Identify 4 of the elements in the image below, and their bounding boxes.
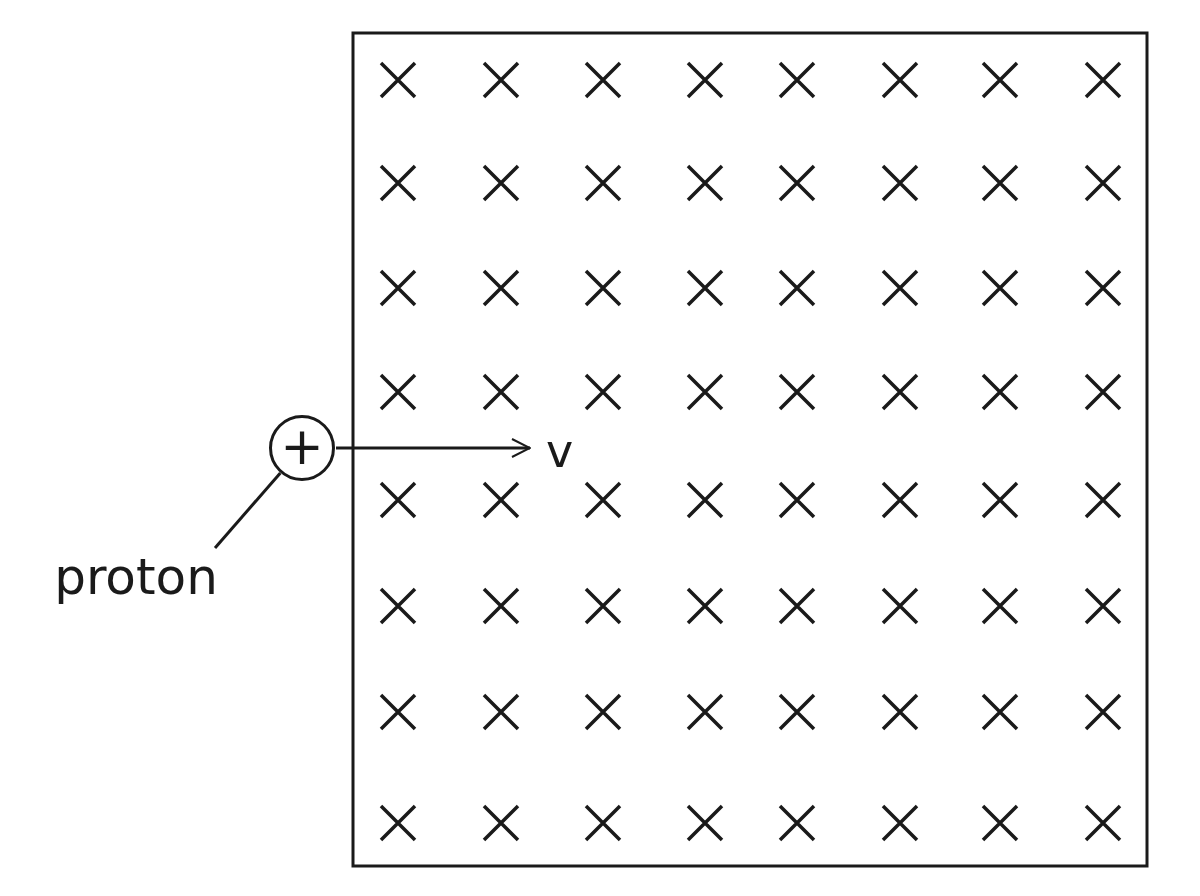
proton-circle: +: [269, 415, 335, 481]
particle-label: proton: [40, 548, 232, 606]
leader-line: [213, 471, 282, 549]
velocity-label: v: [546, 428, 574, 474]
